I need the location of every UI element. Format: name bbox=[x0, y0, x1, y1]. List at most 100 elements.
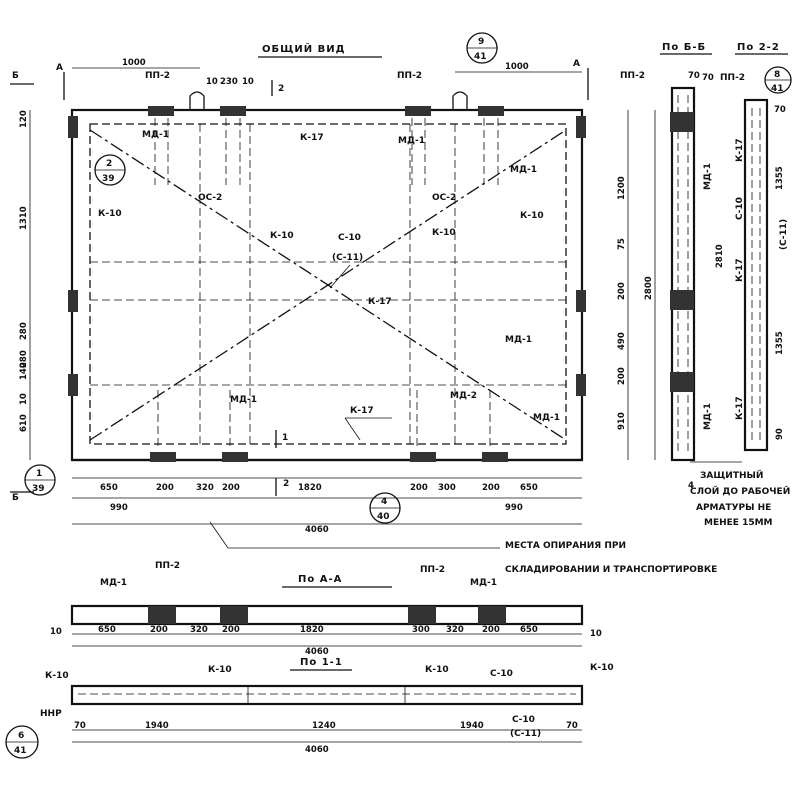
cut-mark-a-left: А bbox=[56, 63, 63, 73]
section-22-dim-1355a: 1355 bbox=[775, 166, 785, 190]
label-k10-right: К-10 bbox=[520, 211, 544, 221]
section-aa-dim-1: 200 bbox=[150, 625, 168, 635]
dim-bottom-2: 320 bbox=[196, 483, 214, 493]
note-cover-line2: СЛОЙ ДО РАБОЧЕЙ bbox=[690, 485, 790, 497]
label-md2-bottom: МД-2 bbox=[450, 391, 477, 401]
anchor-bars bbox=[154, 118, 499, 450]
section-22-label-c11: (С-11) bbox=[779, 219, 789, 250]
section-aa-outline bbox=[70, 604, 584, 626]
label-k10-diag-left: К-10 bbox=[270, 231, 294, 241]
dim-bottom-4: 1820 bbox=[298, 483, 322, 493]
dim-top-230: 230 bbox=[220, 77, 238, 87]
dim-top-left: 1000 bbox=[122, 58, 146, 68]
dim-left-6: 610 bbox=[19, 414, 29, 432]
dim-top-10b: 10 bbox=[242, 77, 254, 87]
callout-1-39: 1 39 bbox=[24, 464, 56, 496]
dim-left-2: 280 bbox=[19, 322, 29, 340]
note-support-line2: СКЛАДИРОВАНИИ И ТРАНСПОРТИРОВКЕ bbox=[505, 565, 717, 575]
section-b-title: По Б-Б bbox=[662, 42, 706, 53]
callout-6-41: 6 41 bbox=[5, 725, 39, 759]
label-md1-top-left: МД-1 bbox=[142, 130, 169, 140]
section-b-label-pp2: ПП-2 bbox=[620, 71, 645, 81]
section-22-label-k17c: К-17 bbox=[735, 396, 745, 420]
label-md1-top-mid: МД-1 bbox=[398, 136, 425, 146]
dim-top-right: 1000 bbox=[505, 62, 529, 72]
section-aa-dim-0: 650 bbox=[98, 625, 116, 635]
note-cover-line1: ЗАЩИТНЫЙ bbox=[700, 469, 763, 481]
leader-support-1 bbox=[209, 521, 229, 549]
label-k10-left: К-10 bbox=[98, 209, 122, 219]
general-view: ОБЩИЙ ВИД bbox=[10, 32, 717, 575]
general-view-title: ОБЩИЙ ВИД bbox=[262, 42, 346, 55]
svg-text:41: 41 bbox=[474, 52, 487, 62]
section-aa-dim-6: 320 bbox=[446, 625, 464, 635]
section-11-outline bbox=[70, 684, 584, 706]
svg-text:4: 4 bbox=[381, 497, 387, 507]
cut-mark-b-top: Б bbox=[12, 71, 19, 81]
label-pp2-left: ПП-2 bbox=[145, 71, 170, 81]
svg-text:1: 1 bbox=[36, 469, 42, 479]
section-22-label-pp2: ПП-2 bbox=[720, 73, 745, 83]
embed-plate-bottom-3 bbox=[410, 452, 436, 462]
note-support-line1: МЕСТА ОПИРАНИЯ ПРИ bbox=[505, 541, 626, 551]
dim-bottom-7: 200 bbox=[482, 483, 500, 493]
section-aa-dim-3: 200 bbox=[222, 625, 240, 635]
section-aa-label-pp2-right: ПП-2 bbox=[420, 565, 445, 575]
section-11-label-k10-left: К-10 bbox=[45, 671, 69, 681]
section-22-label-md1b: МД-1 bbox=[703, 403, 713, 430]
section-11-label-k10-mid: К-10 bbox=[208, 665, 232, 675]
section-22-dim-2810: 2810 bbox=[715, 244, 725, 268]
dim-left-3: 280 bbox=[19, 350, 29, 368]
reinforcement-frame bbox=[89, 123, 567, 445]
svg-text:6: 6 bbox=[18, 731, 24, 741]
section-22-dim-90: 90 bbox=[775, 428, 785, 440]
embed-plate-bottom-1 bbox=[150, 452, 176, 462]
dim-bottom-1: 200 bbox=[156, 483, 174, 493]
section-11-total: 4060 bbox=[305, 745, 329, 755]
dim-left-0: 120 bbox=[19, 110, 29, 128]
cut-mark-1: 1 bbox=[282, 433, 288, 443]
callout-2-39: 2 39 bbox=[94, 154, 126, 186]
section-11-dim-1940b: 1940 bbox=[460, 721, 484, 731]
section-b-plate-1 bbox=[670, 112, 694, 132]
svg-text:41: 41 bbox=[771, 84, 784, 94]
section-11-label-k10-end: К-10 bbox=[590, 663, 614, 673]
embed-plate-right-1 bbox=[576, 116, 586, 138]
label-k17-center: К-17 bbox=[368, 297, 392, 307]
section-22-dim-1355b: 1355 bbox=[775, 331, 785, 355]
section-11-dim-1240: 1240 bbox=[312, 721, 336, 731]
section-aa-total: 4060 bbox=[305, 647, 329, 657]
section-aa-dim-7: 200 bbox=[482, 625, 500, 635]
section-b-b: По Б-Б 70 70 ПП-2 bbox=[620, 42, 714, 462]
dim-right-2: 200 bbox=[617, 282, 627, 300]
callout-8-41: 8 41 bbox=[764, 66, 792, 94]
section-aa-label-pp2-left: ПП-2 bbox=[155, 561, 180, 571]
dim-right-5: 910 bbox=[617, 412, 627, 430]
dim-left-4: 140 bbox=[19, 362, 29, 380]
cut-mark-b-bottom: Б bbox=[12, 493, 19, 503]
svg-text:9: 9 bbox=[478, 37, 484, 47]
label-c11-center: (С-11) bbox=[332, 253, 363, 263]
embed-plate-bottom-2 bbox=[222, 452, 248, 462]
section-b-plate-3 bbox=[670, 372, 694, 392]
dim-total-height: 2800 bbox=[644, 276, 654, 300]
svg-text:40: 40 bbox=[377, 512, 390, 522]
label-md1-bottom-left: МД-1 bbox=[230, 395, 257, 405]
svg-text:39: 39 bbox=[32, 484, 45, 494]
section-22-label-md1: МД-1 bbox=[703, 163, 713, 190]
diagonal-k17-main bbox=[89, 129, 567, 441]
section-b-outline bbox=[670, 86, 696, 462]
svg-text:8: 8 bbox=[774, 70, 780, 80]
section-aa-label-md1-left: МД-1 bbox=[100, 578, 127, 588]
dim-right-3: 490 bbox=[617, 332, 627, 350]
section-b-plate-2 bbox=[670, 290, 694, 310]
label-c10-center: С-10 bbox=[338, 233, 361, 243]
section-aa-dim-8: 650 bbox=[520, 625, 538, 635]
leader-k17-bottom-2 bbox=[344, 417, 361, 441]
embed-plate-left-2 bbox=[68, 290, 78, 312]
section-aa-dim-5: 300 bbox=[412, 625, 430, 635]
lifting-loop-left bbox=[189, 91, 205, 110]
